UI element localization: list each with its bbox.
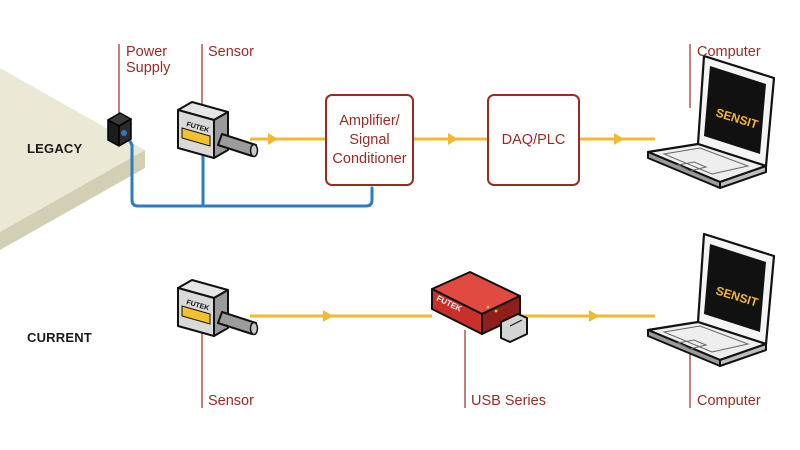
amplifier-box-label: Amplifier/ Signal Conditioner bbox=[332, 112, 407, 167]
callout-sensor-current: Sensor bbox=[208, 393, 254, 409]
row-label-current: CURRENT bbox=[27, 330, 92, 345]
laptop-icon-legacy: SENSIT bbox=[646, 54, 776, 189]
leader-lines bbox=[118, 44, 691, 408]
callout-computer-current: Computer bbox=[697, 393, 761, 409]
daq-box-label: DAQ/PLC bbox=[501, 131, 566, 148]
callout-computer-legacy: Computer bbox=[697, 44, 761, 60]
daq-plc-box: DAQ/PLC bbox=[487, 94, 580, 186]
power-supply-icon bbox=[107, 112, 132, 147]
callout-power-supply: Power Supply bbox=[126, 44, 171, 76]
laptop-icon-current: SENSIT bbox=[646, 232, 776, 367]
callout-usb-series: USB Series bbox=[471, 393, 546, 409]
sensor-icon-legacy: FUTEK bbox=[177, 101, 259, 159]
usb-device-icon: FUTEK bbox=[431, 271, 528, 343]
sensor-icon-current: FUTEK bbox=[177, 279, 259, 337]
table-surface bbox=[0, 68, 145, 250]
row-label-legacy: LEGACY bbox=[27, 141, 83, 156]
amplifier-signal-conditioner-box: Amplifier/ Signal Conditioner bbox=[325, 94, 414, 186]
callout-sensor-legacy: Sensor bbox=[208, 44, 254, 60]
